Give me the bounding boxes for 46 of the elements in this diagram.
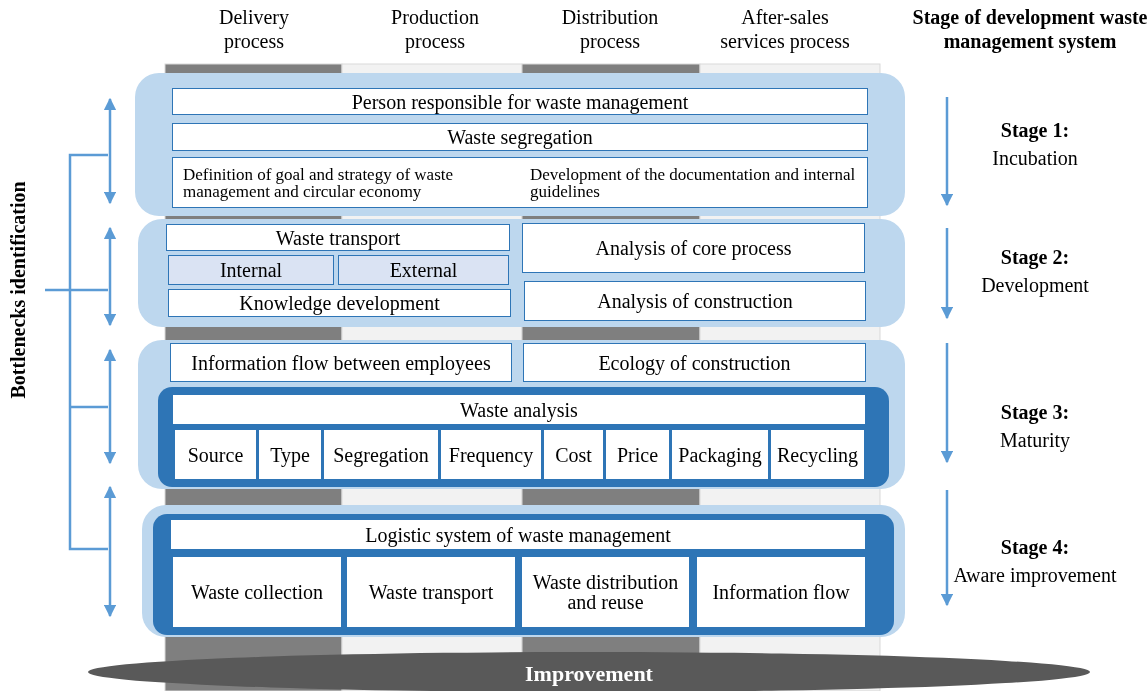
stage-label: Stage 4: <box>999 535 1071 559</box>
text-box: Frequency <box>440 429 542 480</box>
box-text: Development of the documentation and internal guidelines <box>529 165 857 200</box>
text-box: Information flow between employees <box>170 343 512 382</box>
stage-label: Maturity <box>999 428 1071 452</box>
text-box <box>172 157 868 208</box>
text-box: Price <box>605 429 670 480</box>
text-box: Segregation <box>323 429 439 480</box>
column-heading: Distribution process <box>560 5 660 53</box>
text-box: External <box>338 255 509 285</box>
text-box: Internal <box>168 255 334 285</box>
column-heading: Delivery process <box>218 5 290 53</box>
text-box: Waste analysis <box>172 394 866 425</box>
text-box: Logistic system of waste management <box>170 519 866 550</box>
stage-label: Aware improvement <box>952 563 1118 587</box>
text-box: Recycling <box>770 429 865 480</box>
column-heading: Production process <box>390 5 480 53</box>
text-box: Analysis of core process <box>522 223 865 273</box>
text-box: Type <box>258 429 322 480</box>
text-box: Analysis of construction <box>524 281 866 321</box>
panel <box>158 387 889 487</box>
column-heading: Stage of development waste management system <box>912 5 1148 53</box>
stage-band <box>138 340 905 489</box>
stage-label: Incubation <box>991 146 1079 170</box>
text-box: Knowledge development <box>168 289 511 317</box>
stage-label: Development <box>980 273 1090 297</box>
stage-label: Stage 1: <box>999 118 1071 142</box>
text-box: Person responsible for waste management <box>172 88 868 115</box>
text-box: Waste distribution and reuse <box>521 556 690 628</box>
text-box: Information flow <box>696 556 866 628</box>
text-box: Waste transport <box>166 224 510 251</box>
box-text: Definition of goal and strategy of waste management and circular economy <box>182 165 455 200</box>
text-box: Packaging <box>671 429 769 480</box>
stage-label: Stage 2: <box>999 245 1071 269</box>
text-box: Waste transport <box>346 556 516 628</box>
text-box: Source <box>174 429 257 480</box>
axis-title: Bottlenecks identification <box>6 181 30 399</box>
stage-label: Stage 3: <box>999 400 1071 424</box>
stage-band <box>135 73 905 216</box>
text-box: Waste collection <box>172 556 342 628</box>
column-heading: After-sales services process <box>719 5 851 53</box>
text-box: Cost <box>543 429 604 480</box>
ellipse-banner: Improvement <box>88 652 1090 691</box>
text-box: Ecology of construction <box>523 343 866 382</box>
stage-band <box>138 219 905 327</box>
text-box: Waste segregation <box>172 123 868 151</box>
